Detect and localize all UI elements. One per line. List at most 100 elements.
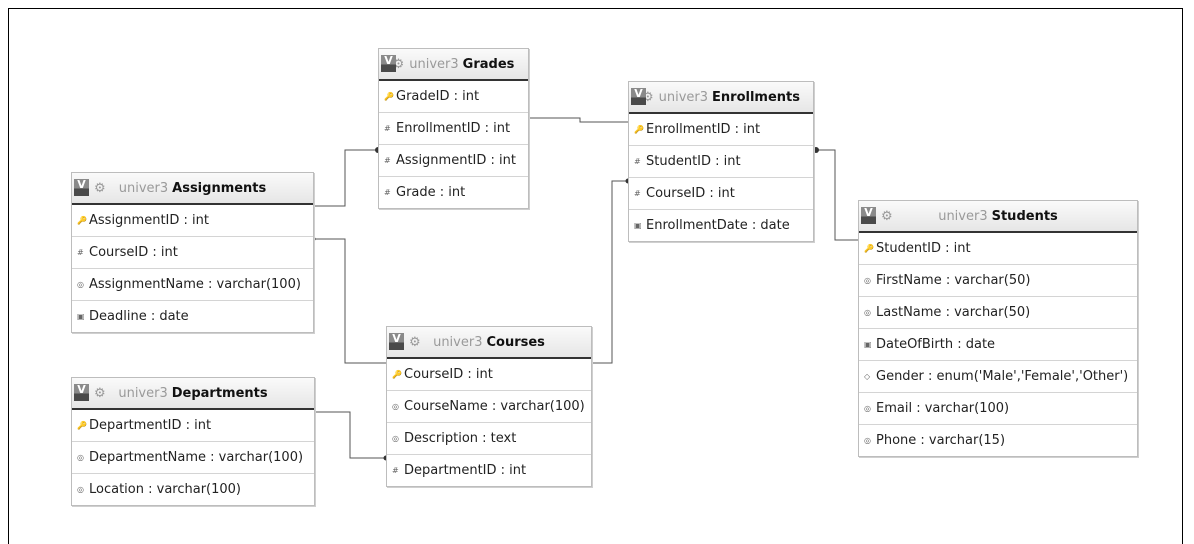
- table-grades[interactable]: V ⚙ univer3 Grades 🔑GradeID : int # Enrol…: [378, 48, 529, 209]
- column-row[interactable]: ◎ FirstName : varchar(50): [859, 265, 1137, 297]
- column-label: EnrollmentDate : date: [646, 218, 790, 233]
- enum-icon: ◇: [864, 372, 871, 381]
- schema-name: univer3: [118, 385, 168, 401]
- schema-name: univer3: [118, 180, 169, 196]
- text-icon: ◎: [392, 402, 399, 411]
- table-assignments[interactable]: V ⚙ univer3 Assignments 🔑AssignmentID : …: [71, 172, 314, 333]
- column-row[interactable]: ◎Location : varchar(100): [72, 474, 314, 505]
- hash-icon: #: [384, 156, 391, 165]
- table-name: Enrollments: [712, 89, 801, 105]
- column-row[interactable]: 🔑StudentID : int: [859, 233, 1137, 265]
- key-icon: 🔑: [634, 125, 644, 134]
- column-row[interactable]: #CourseID : int: [72, 237, 313, 269]
- column-label: CourseID : int: [404, 367, 493, 382]
- gear-icon: ⚙: [881, 208, 893, 224]
- column-label: DepartmentName : varchar(100): [89, 450, 304, 465]
- table-courses[interactable]: V ⚙ univer3 Courses 🔑CourseID : int ◎Cou…: [386, 326, 592, 487]
- text-icon: ◎: [864, 436, 871, 445]
- column-row[interactable]: ◎Description : text: [387, 423, 591, 455]
- column-row[interactable]: ◎ AssignmentName : varchar(100): [72, 269, 313, 301]
- column-row[interactable]: ▣Deadline : date: [72, 301, 313, 332]
- table-name: Grades: [462, 56, 515, 72]
- table-header-enrollments[interactable]: V ⚙ univer3 Enrollments: [629, 82, 813, 114]
- column-row[interactable]: 🔑EnrollmentID : int: [629, 114, 813, 146]
- gear-icon: ⚙: [641, 89, 654, 105]
- view-badge-icon: V: [74, 179, 89, 196]
- key-icon: 🔑: [392, 370, 402, 379]
- hash-icon: #: [384, 188, 391, 197]
- column-label: Gender : enum('Male','Female','Other'): [876, 369, 1129, 384]
- table-header-assignments[interactable]: V ⚙ univer3 Assignments: [72, 173, 313, 205]
- key-icon: 🔑: [77, 421, 87, 430]
- column-row[interactable]: ◎CourseName : varchar(100): [387, 391, 591, 423]
- text-icon: ◎: [864, 404, 871, 413]
- column-row[interactable]: # EnrollmentID : int: [379, 113, 528, 145]
- table-name: Departments: [171, 385, 268, 401]
- date-icon: ▣: [634, 221, 642, 230]
- table-name: Students: [991, 208, 1058, 224]
- table-students[interactable]: V ⚙ univer3 Students 🔑StudentID : int ◎ F…: [858, 200, 1138, 457]
- schema-name: univer3: [658, 89, 709, 105]
- column-row[interactable]: 🔑CourseID : int: [387, 359, 591, 391]
- column-label: EnrollmentID : int: [396, 121, 511, 136]
- column-row[interactable]: ◎ Email : varchar(100): [859, 393, 1137, 425]
- hash-icon: #: [634, 157, 641, 166]
- date-icon: ▣: [864, 340, 872, 349]
- table-enrollments[interactable]: V ⚙ univer3 Enrollments 🔑EnrollmentID : …: [628, 81, 814, 242]
- table-name: Courses: [486, 334, 545, 350]
- column-label: EnrollmentID : int: [646, 122, 761, 137]
- column-label: CourseID : int: [89, 245, 178, 260]
- hash-icon: #: [392, 466, 399, 475]
- column-label: DepartmentID : int: [404, 463, 527, 478]
- table-departments[interactable]: V ⚙ univer3 Departments 🔑DepartmentID : …: [71, 377, 315, 506]
- column-row[interactable]: # DepartmentID : int: [387, 455, 591, 486]
- schema-name: univer3: [433, 334, 483, 350]
- column-label: AssignmentID : int: [396, 153, 516, 168]
- column-row[interactable]: #Grade : int: [379, 177, 528, 208]
- view-badge-icon: V: [631, 88, 646, 105]
- column-label: LastName : varchar(50): [876, 305, 1031, 320]
- key-icon: 🔑: [77, 216, 87, 225]
- column-row[interactable]: 🔑DepartmentID : int: [72, 410, 314, 442]
- text-icon: ◎: [77, 280, 84, 289]
- key-icon: 🔑: [864, 244, 874, 253]
- text-icon: ◎: [392, 434, 399, 443]
- hash-icon: #: [384, 124, 391, 133]
- table-name: Assignments: [172, 180, 267, 196]
- column-row[interactable]: ◇ Gender : enum('Male','Female','Other'): [859, 361, 1137, 393]
- column-row[interactable]: 🔑AssignmentID : int: [72, 205, 313, 237]
- column-label: GradeID : int: [396, 89, 480, 104]
- table-header-students[interactable]: V ⚙ univer3 Students: [859, 201, 1137, 233]
- hash-icon: #: [634, 189, 641, 198]
- column-label: AssignmentID : int: [89, 213, 209, 228]
- gear-icon: ⚙: [409, 334, 421, 350]
- column-row[interactable]: ▣ EnrollmentDate : date: [629, 210, 813, 241]
- column-row[interactable]: ◎DepartmentName : varchar(100): [72, 442, 314, 474]
- table-header-departments[interactable]: V ⚙ univer3 Departments: [72, 378, 314, 410]
- column-label: FirstName : varchar(50): [876, 273, 1031, 288]
- column-label: Email : varchar(100): [876, 401, 1010, 416]
- column-row[interactable]: ▣ DateOfBirth : date: [859, 329, 1137, 361]
- gear-icon: ⚙: [94, 180, 106, 196]
- column-row[interactable]: # AssignmentID : int: [379, 145, 528, 177]
- text-icon: ◎: [864, 308, 871, 317]
- text-icon: ◎: [864, 276, 871, 285]
- table-header-courses[interactable]: V ⚙ univer3 Courses: [387, 327, 591, 359]
- view-badge-icon: V: [861, 207, 876, 224]
- gear-icon: ⚙: [392, 56, 405, 72]
- column-label: Deadline : date: [89, 309, 189, 324]
- column-row[interactable]: #CourseID : int: [629, 178, 813, 210]
- column-label: AssignmentName : varchar(100): [89, 277, 301, 292]
- diagram-canvas: [8, 8, 1183, 544]
- column-label: DateOfBirth : date: [876, 337, 996, 352]
- column-row[interactable]: ◎ LastName : varchar(50): [859, 297, 1137, 329]
- schema-name: univer3: [938, 208, 988, 224]
- table-header-grades[interactable]: V ⚙ univer3 Grades: [379, 49, 528, 81]
- column-label: DepartmentID : int: [89, 418, 212, 433]
- column-row[interactable]: 🔑GradeID : int: [379, 81, 528, 113]
- key-icon: 🔑: [384, 92, 394, 101]
- column-row[interactable]: ◎Phone : varchar(15): [859, 425, 1137, 456]
- column-row[interactable]: # StudentID : int: [629, 146, 813, 178]
- text-icon: ◎: [77, 485, 84, 494]
- column-label: StudentID : int: [646, 154, 741, 169]
